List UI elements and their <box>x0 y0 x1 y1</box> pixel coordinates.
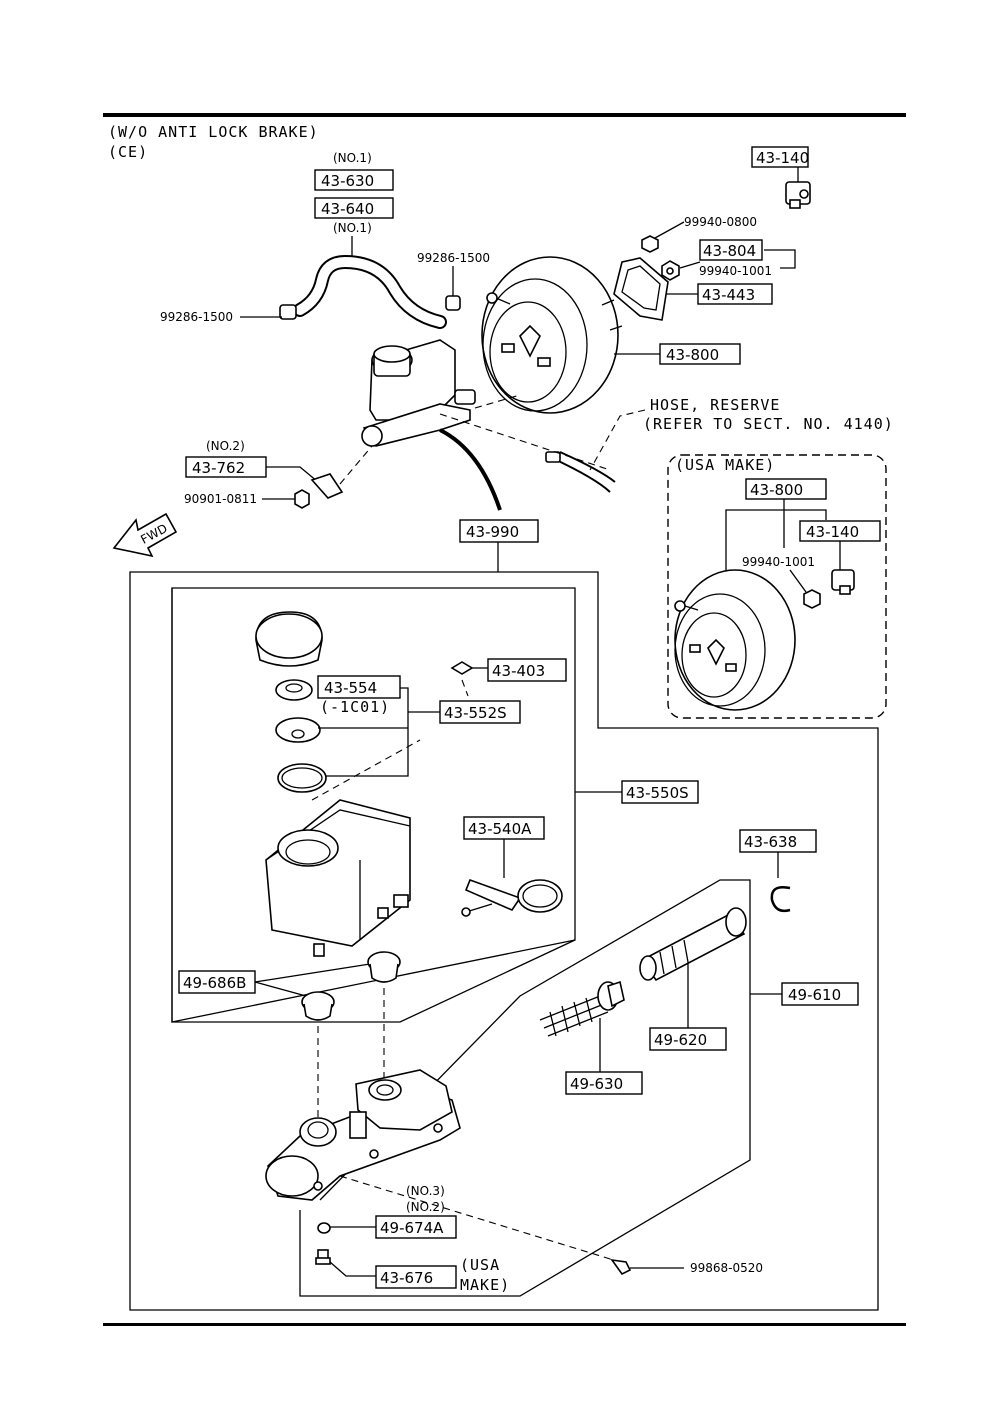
grommet-right <box>367 951 401 983</box>
callout-49-620: 49-620 <box>654 1031 707 1049</box>
strainer-part <box>275 717 321 743</box>
callout-49-630: 49-630 <box>570 1075 623 1093</box>
callout-43-990: 43-990 <box>466 523 519 541</box>
reservoir-cap <box>255 611 323 667</box>
callout-43-640-note: (NO.1) <box>333 221 372 235</box>
usa-check-valve-part <box>831 569 855 595</box>
callout-43-554: 43-554 <box>324 679 377 697</box>
callout-49-674A: 49-674A <box>380 1219 444 1237</box>
reservoir-tank <box>265 799 411 957</box>
callout-99286-1500-top: 99286-1500 <box>417 251 490 265</box>
primary-piston-49-620 <box>639 907 747 982</box>
callout-box-43-630 <box>314 169 394 191</box>
master-cylinder-body <box>265 1069 461 1201</box>
hose-reserve-line-2: (REFER TO SECT. NO. 4140) <box>643 415 894 433</box>
callout-box-43-804 <box>699 239 763 261</box>
callout-box-43-676 <box>375 1265 457 1289</box>
grommet-left <box>301 991 335 1021</box>
usa-callout-43-140: 43-140 <box>806 523 859 541</box>
callout-99286-1500-left: 99286-1500 <box>160 310 233 324</box>
callout-43-554-note: (-1C01) <box>320 698 390 716</box>
screw-99868-0520 <box>610 1258 632 1276</box>
callout-43-762: 43-762 <box>192 459 245 477</box>
fwd-arrow-icon: FWD <box>112 512 178 558</box>
callout-43-640: 43-640 <box>321 200 374 218</box>
nut-99940-0800 <box>641 235 659 253</box>
callout-49-610: 49-610 <box>788 986 841 1004</box>
callout-43-804: 43-804 <box>703 242 756 260</box>
usa-brake-booster <box>674 569 796 711</box>
callout-99940-1001: 99940-1001 <box>699 264 772 278</box>
check-valve-part <box>785 181 811 209</box>
callout-box-43-990 <box>459 519 539 543</box>
callout-43-140: 43-140 <box>756 149 809 167</box>
vacuum-hose <box>279 254 461 329</box>
clip-43-403 <box>450 661 474 675</box>
callout-box-43-140 <box>751 146 809 168</box>
callout-43-550S: 43-550S <box>626 784 689 802</box>
usa-callout-43-800: 43-800 <box>750 481 803 499</box>
callout-43-800: 43-800 <box>666 346 719 364</box>
usa-make-title: (USA MAKE) <box>675 456 775 474</box>
callout-box-49-630 <box>565 1071 643 1095</box>
callout-43-552S: 43-552S <box>444 704 507 722</box>
brake-booster <box>481 256 623 414</box>
callout-box-43-640 <box>314 197 394 219</box>
callout-43-762-note: (NO.2) <box>206 439 245 453</box>
callout-43-403: 43-403 <box>492 662 545 680</box>
callout-49-674A-note-2: (NO.2) <box>406 1200 445 1214</box>
callout-43-638: 43-638 <box>744 833 797 851</box>
callout-43-630: 43-630 <box>321 172 374 190</box>
bolt-90901-0811 <box>294 489 310 509</box>
callout-43-676-note-1: (USA <box>460 1256 500 1274</box>
callout-43-443: 43-443 <box>702 286 755 304</box>
hose-reserve-fitting <box>545 451 561 463</box>
bottom-rule <box>103 1323 906 1326</box>
o-ring-part <box>277 763 327 793</box>
kit-49-610-outline <box>299 879 751 1297</box>
callout-43-540A: 43-540A <box>468 820 532 838</box>
seal-43-554 <box>275 679 313 701</box>
usa-nut-99940-1001 <box>803 589 821 609</box>
hose-reserve-line-1: HOSE, RESERVE <box>650 396 780 414</box>
reservoir-pin-43-540A <box>461 878 563 917</box>
secondary-piston-49-630 <box>539 980 625 1037</box>
callout-49-674A-note-1: (NO.3) <box>406 1184 445 1198</box>
usa-callout-99940-1001: 99940-1001 <box>742 555 815 569</box>
callout-90901-0811: 90901-0811 <box>184 492 257 506</box>
usa-make-region <box>667 454 887 719</box>
callout-box-43-552S <box>439 700 521 724</box>
bracket-43-762 <box>310 473 344 499</box>
callout-43-676: 43-676 <box>380 1269 433 1287</box>
callout-box-usa-43-800 <box>745 478 827 500</box>
top-rule <box>103 113 906 117</box>
callout-box-43-403 <box>487 658 567 682</box>
bleeder-screw-43-676 <box>315 1249 331 1265</box>
master-cylinder-assembly <box>361 339 476 447</box>
callout-43-676-note-2: MAKE) <box>460 1276 510 1294</box>
header-line-2: (CE) <box>108 143 148 161</box>
snap-ring-43-638 <box>770 886 791 913</box>
o-ring-49-674A <box>317 1222 331 1234</box>
callout-43-630-note: (NO.1) <box>333 151 372 165</box>
callout-99940-0800: 99940-0800 <box>684 215 757 229</box>
callout-box-43-554 <box>317 675 401 699</box>
header-line-1: (W/O ANTI LOCK BRAKE) <box>108 123 319 141</box>
kit-43-990-outline <box>129 571 879 1311</box>
callout-49-686B: 49-686B <box>183 974 246 992</box>
callout-99868-0520: 99868-0520 <box>690 1261 763 1275</box>
